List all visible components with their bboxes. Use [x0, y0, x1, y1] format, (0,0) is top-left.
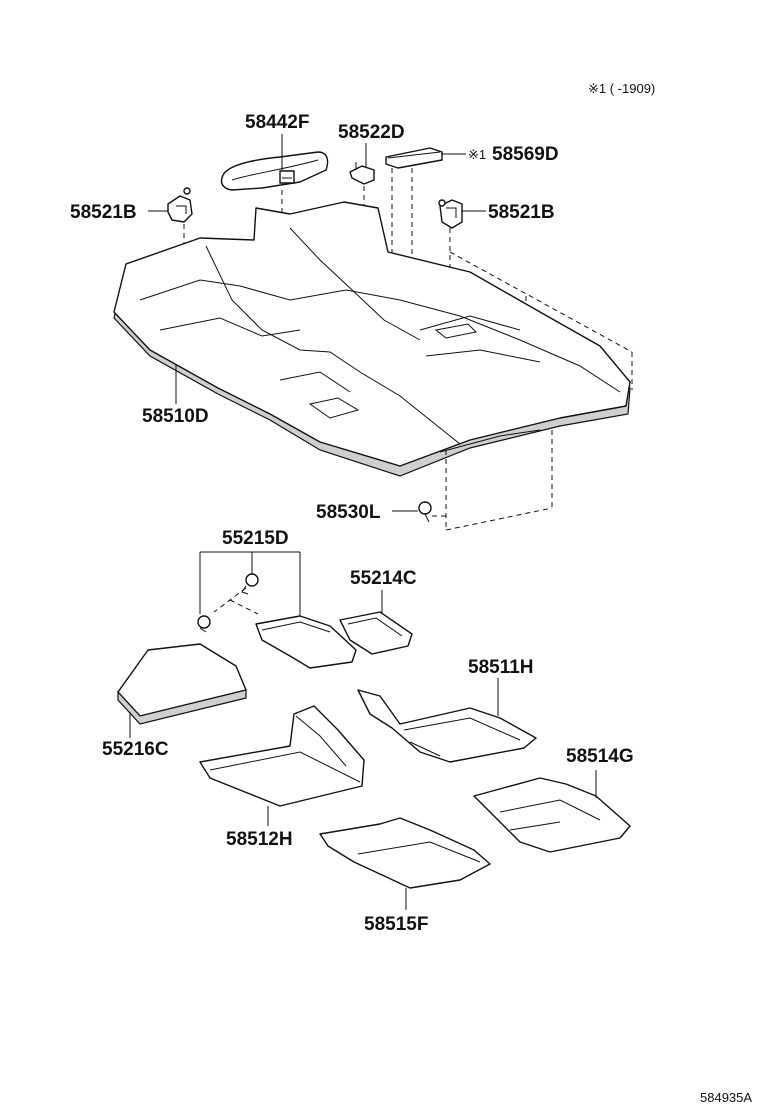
diagram-code: 584935A: [700, 1090, 752, 1105]
assembly-lines-clip: [432, 430, 553, 531]
label-58530L[interactable]: 58530L: [316, 502, 381, 523]
applicability-note: ※1 ( -1909): [588, 81, 655, 96]
part-58521B-right[interactable]: [438, 199, 463, 229]
label-58512H[interactable]: 58512H: [226, 829, 293, 850]
part-55216C[interactable]: [117, 643, 247, 725]
label-58522D[interactable]: 58522D: [338, 122, 405, 143]
label-58569D[interactable]: 58569D: [492, 144, 559, 165]
label-58521B-left[interactable]: 58521B: [70, 202, 137, 223]
label-58515F[interactable]: 58515F: [364, 914, 428, 935]
part-58510D[interactable]: [113, 201, 631, 477]
leader-55215D: [199, 551, 301, 622]
part-58442F[interactable]: [220, 151, 329, 191]
label-58510D[interactable]: 58510D: [142, 406, 209, 427]
part-55214C[interactable]: [339, 611, 413, 655]
part-58530L[interactable]: [418, 501, 432, 523]
label-58569D-mark: ※1: [468, 147, 486, 162]
label-58514G[interactable]: 58514G: [566, 746, 634, 767]
part-58521B-left[interactable]: [167, 187, 193, 223]
part-55215D[interactable]: [197, 573, 259, 633]
part-58569D[interactable]: [385, 147, 443, 169]
part-mat-center-front[interactable]: [255, 615, 357, 669]
label-58442F[interactable]: 58442F: [245, 112, 309, 133]
part-58514G[interactable]: [473, 777, 631, 853]
part-58512H[interactable]: [199, 705, 365, 807]
label-58511H[interactable]: 58511H: [468, 657, 534, 678]
label-58521B-right[interactable]: 58521B: [488, 202, 555, 223]
label-55216C[interactable]: 55216C: [102, 739, 169, 760]
part-58511H[interactable]: [357, 689, 537, 763]
part-58515F[interactable]: [319, 817, 491, 889]
part-58522D[interactable]: [349, 162, 375, 185]
label-55214C[interactable]: 55214C: [350, 568, 417, 589]
label-55215D[interactable]: 55215D: [222, 528, 289, 549]
